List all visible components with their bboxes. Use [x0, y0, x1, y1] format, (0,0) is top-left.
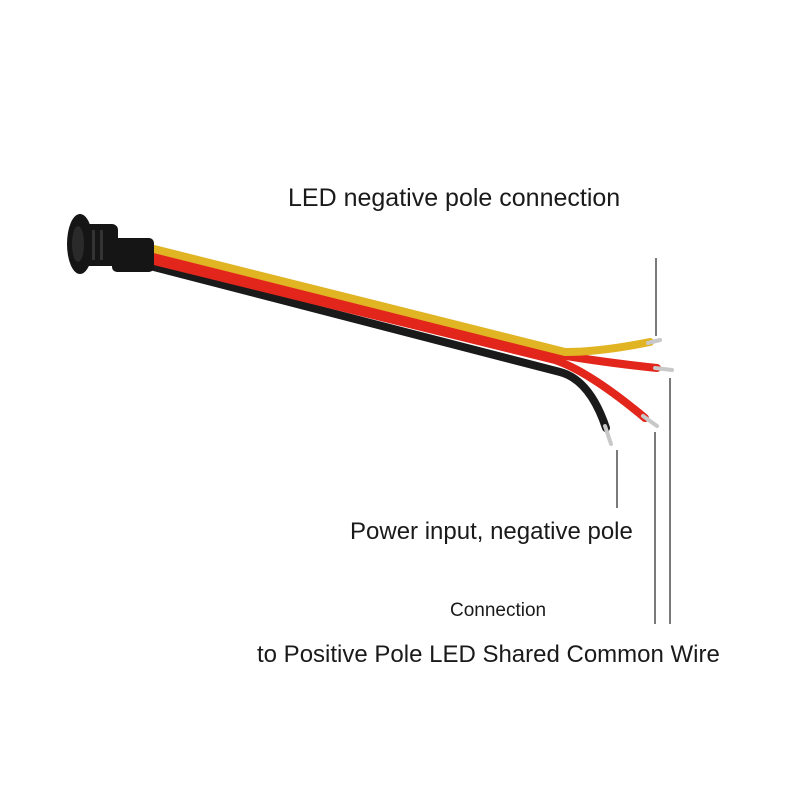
- black-wire: [146, 262, 610, 432]
- red-wire-lower: [146, 256, 649, 422]
- yellow-wire-tip: [646, 338, 662, 345]
- red-wire-upper: [146, 250, 661, 372]
- yellow-wire: [146, 244, 654, 357]
- positive-common-wire-label: to Positive Pole LED Shared Common Wire: [257, 641, 720, 668]
- power-input-negative-label: Power input, negative pole: [350, 518, 633, 545]
- panel-mount-connector-icon: [67, 214, 154, 274]
- red-wire-upper-tip: [653, 366, 674, 372]
- black-wire-tip: [603, 424, 613, 446]
- wire-bundle: [146, 244, 674, 446]
- led-negative-pole-label: LED negative pole connection: [288, 184, 621, 212]
- connection-label: Connection: [450, 600, 547, 621]
- red-wire-lower-tip: [641, 414, 659, 428]
- leader-lines: [616, 258, 671, 624]
